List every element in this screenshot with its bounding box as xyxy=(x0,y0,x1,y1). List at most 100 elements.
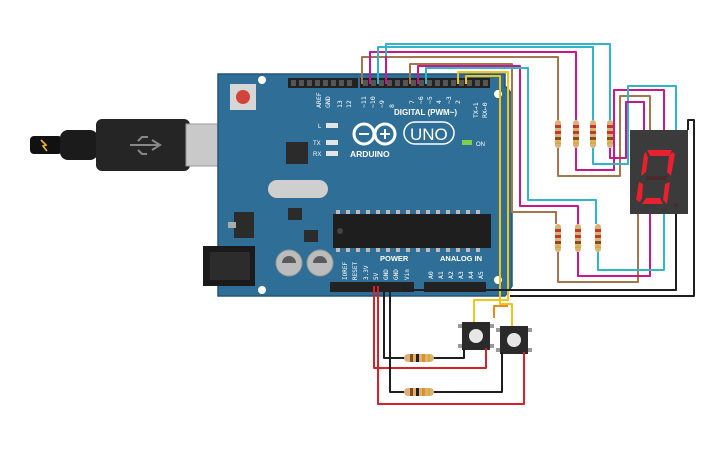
wire xyxy=(597,214,665,271)
pin-label: 5V xyxy=(373,272,380,280)
digital-pin-header[interactable] xyxy=(288,78,490,88)
wire xyxy=(377,46,594,120)
display-digit: 0 xyxy=(640,229,641,231)
resistor xyxy=(607,120,613,148)
wire xyxy=(609,101,645,159)
push-button-2[interactable] xyxy=(496,326,532,354)
wire xyxy=(385,43,611,120)
pin-label: GND xyxy=(393,269,400,280)
analog-header-label: ANALOG IN xyxy=(440,254,482,263)
wire xyxy=(403,214,677,291)
wire xyxy=(383,290,406,359)
power-pin-labels: IOREF RESET 3.3V 5V GND GND Vin xyxy=(342,262,411,280)
wire xyxy=(373,286,487,369)
resistor xyxy=(573,120,579,148)
voltage-regulator xyxy=(234,212,254,238)
button-wires[interactable] xyxy=(373,286,525,405)
resistor xyxy=(555,120,561,148)
pin-label: 4 xyxy=(435,100,443,104)
resistor-bank-top[interactable] xyxy=(555,120,613,148)
resistor xyxy=(595,224,601,252)
pin-label: A1 xyxy=(437,271,445,279)
pin-label: A5 xyxy=(477,271,485,279)
small-chip xyxy=(288,208,302,220)
wire xyxy=(409,63,557,224)
pin-label: IOREF xyxy=(342,262,349,280)
pin-label: ~9 xyxy=(378,100,386,108)
pin-label: TX→1 xyxy=(472,102,480,118)
atmega-chip xyxy=(333,210,491,252)
led-rx-label: RX xyxy=(313,152,321,158)
wire xyxy=(592,85,677,165)
digital-pin-labels: AREF GND 13 12 ~11 ~10 ~9 8 7 ~6 ~5 4 ~3… xyxy=(315,92,489,118)
wire xyxy=(361,56,559,120)
pin-label: GND xyxy=(324,96,332,108)
pin-label: A0 xyxy=(427,271,435,279)
display-wires[interactable] xyxy=(403,85,695,297)
pin-label: Vin xyxy=(404,269,411,280)
wire xyxy=(432,348,465,359)
pin-label: 13 xyxy=(336,100,344,108)
signal-wires[interactable] xyxy=(361,43,611,326)
brand-label: ARDUINO xyxy=(350,149,390,159)
resistor-bank-bottom[interactable] xyxy=(555,224,601,252)
seven-segment-display[interactable]: 0 xyxy=(630,130,688,231)
pin-label: 12 xyxy=(345,100,353,108)
pin-label: ~6 xyxy=(417,96,425,104)
status-leds: L TX RX ON xyxy=(313,123,485,158)
analog-pin-labels: A0 A1 A2 A3 A4 A5 xyxy=(427,271,485,279)
resistor xyxy=(575,224,581,252)
power-pin-header[interactable] xyxy=(330,282,486,292)
pin-label: GND xyxy=(383,269,390,280)
capacitors xyxy=(275,249,334,277)
pin-label: 7 xyxy=(408,100,416,104)
wire xyxy=(577,214,651,277)
pulldown-resistor-2[interactable] xyxy=(404,388,434,396)
pin-label: ~11 xyxy=(360,96,368,108)
resistor xyxy=(590,120,596,148)
pin-label: 8 xyxy=(388,104,396,108)
on-label: ON xyxy=(476,142,485,148)
pin-label: A2 xyxy=(447,271,455,279)
resistor xyxy=(555,224,561,252)
pin-label: ~5 xyxy=(426,96,434,104)
wire xyxy=(575,89,665,171)
pin-label: A4 xyxy=(467,271,475,279)
pulldown-resistor-1[interactable] xyxy=(404,354,434,362)
wire xyxy=(432,352,503,393)
led-tx-label: TX xyxy=(313,141,321,147)
push-button-1[interactable] xyxy=(458,322,494,350)
pin-label: AREF xyxy=(315,92,323,108)
segments xyxy=(636,150,675,204)
wire xyxy=(557,95,651,177)
wire xyxy=(389,290,406,393)
pin-label: 2 xyxy=(454,100,462,104)
wire xyxy=(493,305,508,318)
arduino-uno-board[interactable]: AREF GND 13 12 ~11 ~10 ~9 8 7 ~6 ~5 4 ~3… xyxy=(203,73,513,297)
pin-label: A3 xyxy=(457,271,465,279)
wire xyxy=(557,214,639,283)
power-jack[interactable] xyxy=(203,246,255,286)
usb-chip xyxy=(286,142,308,164)
usb-cable[interactable] xyxy=(30,119,249,171)
pin-label: RESET xyxy=(352,262,359,280)
wire xyxy=(417,65,579,224)
reset-button[interactable] xyxy=(230,84,256,110)
wire xyxy=(377,286,525,405)
arduino-logo: UNO ARDUINO xyxy=(350,121,455,159)
pin-label: RX←0 xyxy=(481,102,489,118)
digital-header-label: DIGITAL (PWM~) xyxy=(394,108,457,117)
power-header-label: POWER xyxy=(380,254,409,263)
pin-label: ~3 xyxy=(445,96,453,104)
wire xyxy=(457,71,509,322)
pin-label: 3.3V xyxy=(363,265,370,280)
wire xyxy=(425,67,597,224)
wire xyxy=(465,75,513,326)
wire xyxy=(510,119,695,297)
crystal xyxy=(268,180,328,198)
small-chip xyxy=(304,230,318,242)
led-l-label: L xyxy=(318,124,322,130)
model-label: UNO xyxy=(410,125,448,144)
wire xyxy=(369,51,577,120)
